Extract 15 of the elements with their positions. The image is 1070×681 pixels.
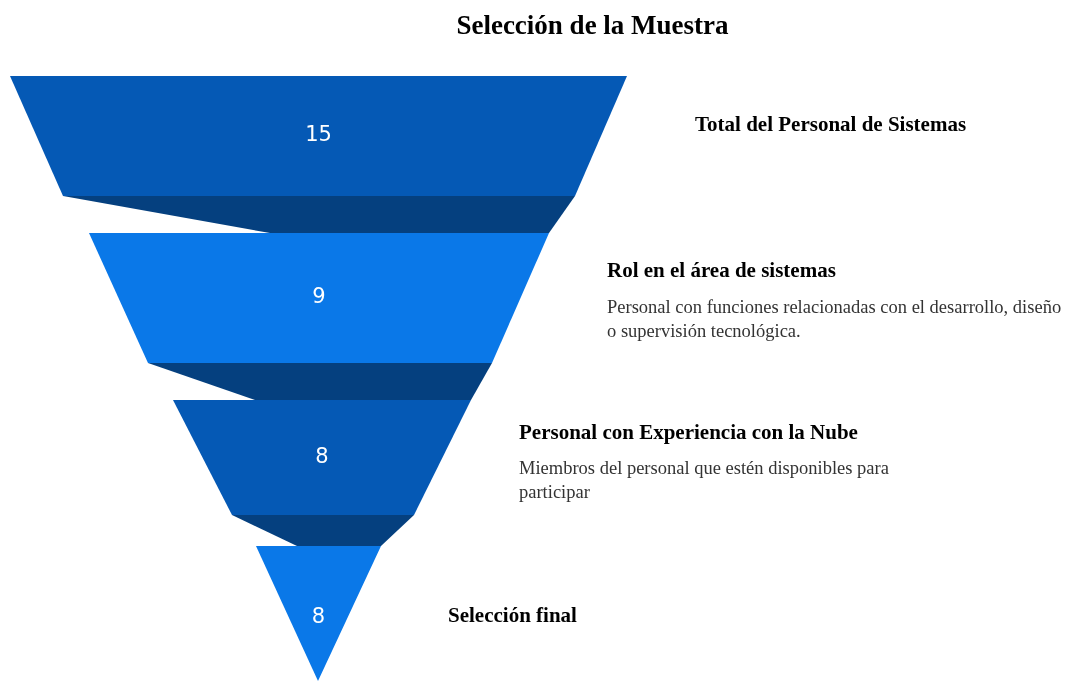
stage-description: Personal con funciones relacionadas con el desarrollo, diseño o supervisión tecnológica. xyxy=(607,296,1063,343)
funnel-stage xyxy=(173,400,471,515)
stage-heading: Selección final xyxy=(448,603,577,627)
stage-heading: Rol en el área de sistemas xyxy=(607,258,836,282)
stage-heading: Total del Personal de Sistemas xyxy=(695,112,967,136)
funnel-stage xyxy=(10,76,627,196)
stage-count: 15 xyxy=(304,122,333,146)
funnel-tip xyxy=(256,546,381,681)
stage-count: 9 xyxy=(311,284,327,308)
diagram-title: Selección de la Muestra xyxy=(455,9,730,42)
stage-description: Miembros del personal que estén disponibles para participar xyxy=(519,457,890,504)
stage-count: 8 xyxy=(314,443,330,468)
funnel-stage xyxy=(89,233,549,363)
stage-count: 8 xyxy=(310,604,327,628)
stage-heading: Personal con Experiencia con la Nube xyxy=(519,420,858,444)
